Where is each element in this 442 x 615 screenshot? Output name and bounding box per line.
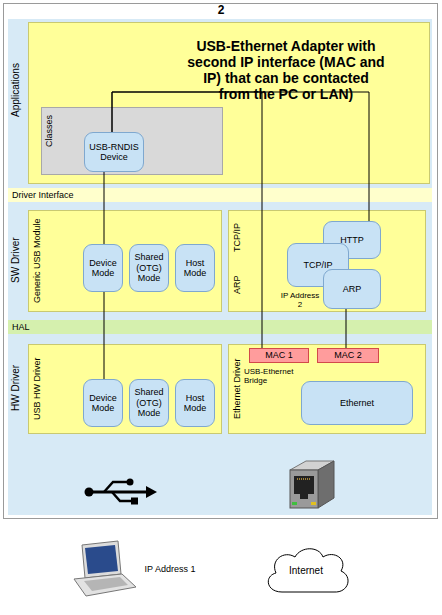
module-box: Generic USB Module Device ModeShared (OTG… <box>28 210 222 312</box>
node-text: Host Mode <box>175 244 215 292</box>
node-text: Classes <box>43 109 55 153</box>
node-text: USB-RNDIS Device <box>84 132 144 172</box>
node-text: Shared (OTG) Mode <box>129 244 169 292</box>
connector-line <box>112 92 262 348</box>
device-label: IP Address 1 <box>128 562 212 576</box>
layer-band: SW Driver Generic USB Module Device ModeSh… <box>8 204 432 318</box>
mode-box: Shared (OTG) Mode <box>129 379 169 427</box>
class-box: USB-RNDIS Device <box>84 132 144 172</box>
node-text: HAL <box>12 320 72 334</box>
classes-box: ClassesUSB-RNDIS Device <box>41 107 223 175</box>
node-text: Driver Interface <box>12 188 152 202</box>
node-text: USB-Ethernet Adapter with second IP inte… <box>186 28 386 112</box>
usb-symbol <box>85 479 158 505</box>
mode-box: Device Mode <box>83 244 123 292</box>
node-text: ARP <box>230 262 244 308</box>
node-text: Shared (OTG) Mode <box>129 379 169 427</box>
mac-box: MAC 1 <box>249 348 309 363</box>
node-text: TCP/IP <box>230 212 244 262</box>
layer-band: HW Driver USB HW Driver Device ModeShared … <box>8 336 432 438</box>
module-box: USB HW Driver Device ModeShared (OTG) Mod… <box>28 344 222 434</box>
node-text: Generic USB Module <box>30 212 44 310</box>
application-box: USB-Ethernet Adapter with second IP inte… <box>28 22 430 184</box>
stack-background <box>8 19 432 515</box>
node-text: Device Mode <box>83 379 123 427</box>
hal-band: HAL <box>8 320 432 334</box>
node-text: Ethernet Driver <box>230 346 244 432</box>
module-box: Ethernet DriverUSB-Ethernet BridgeMAC 1 M… <box>228 344 426 434</box>
outer-frame <box>4 4 438 519</box>
layer-band: Applications USB-Ethernet Adapter with se… <box>8 20 432 186</box>
connector-line <box>112 92 369 221</box>
module-box: TCP/IPARPIP Address 2HTTPTCP/IPARP <box>228 210 426 312</box>
node-text: MAC 1 <box>249 348 309 363</box>
mode-box: Host Mode <box>175 379 215 427</box>
node-text: Applications <box>9 30 23 150</box>
node-text: SW Driver <box>9 212 23 308</box>
node-text: Ethernet <box>301 381 413 425</box>
node-text: Device Mode <box>83 244 123 292</box>
interface-band: Driver Interface <box>8 188 432 202</box>
node-text: HW Driver <box>9 342 23 434</box>
mode-box: Shared (OTG) Mode <box>129 244 169 292</box>
connector-line <box>104 172 105 244</box>
node-text: USB-Ethernet Bridge <box>244 364 300 388</box>
figure-number: 2 <box>0 4 442 18</box>
mode-box: Host Mode <box>175 244 215 292</box>
mode-box: Device Mode <box>83 379 123 427</box>
node-text: Internet <box>262 545 350 597</box>
connector-line <box>104 292 105 379</box>
ethernet-box: Ethernet <box>301 381 413 425</box>
protocol-box: ARP <box>323 269 381 309</box>
node-text: IP Address 2 <box>279 287 321 313</box>
node-text: MAC 2 <box>317 348 379 363</box>
mac-box: MAC 2 <box>317 348 379 363</box>
laptop-illustration <box>74 541 136 596</box>
connector-line <box>346 309 347 348</box>
internet-cloud: Internet <box>262 545 350 597</box>
node-text: ARP <box>323 269 381 309</box>
node-text: Host Mode <box>175 379 215 427</box>
node-text: USB HW Driver <box>30 346 44 432</box>
ethernet-jack <box>290 461 334 508</box>
